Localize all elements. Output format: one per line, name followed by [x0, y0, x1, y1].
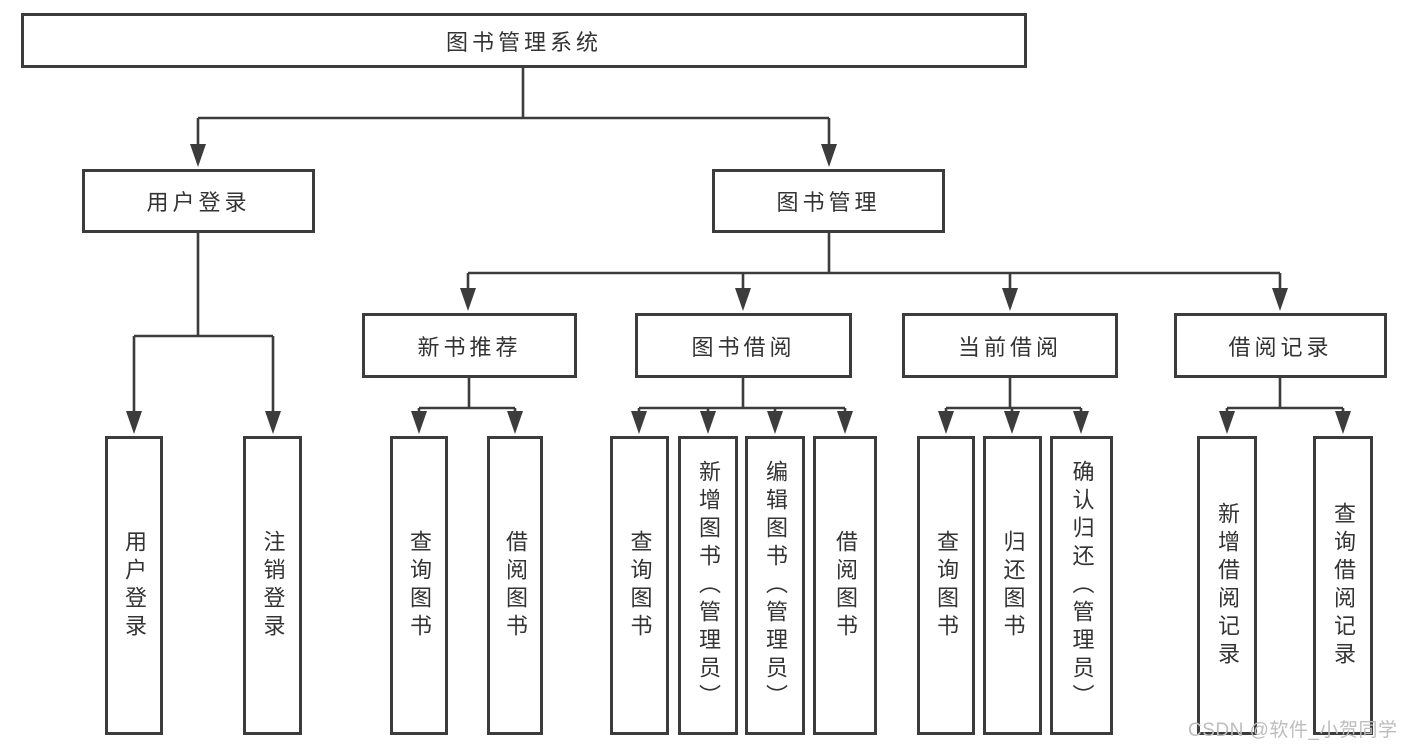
- leaf-query-books-borrowing-label: 查询图书: [627, 529, 653, 642]
- leaf-query-borrow-record-label: 查询借阅记录: [1331, 501, 1356, 670]
- node-book-management: 图书管理: [712, 169, 945, 233]
- leaf-query-books-current: 查询图书: [917, 436, 975, 735]
- node-user-login: 用户登录: [82, 169, 315, 233]
- node-new-book-recommendation: 新书推荐: [362, 313, 577, 378]
- leaf-user-login-label: 用户登录: [122, 529, 147, 642]
- leaf-query-books-borrowing: 查询图书: [610, 436, 669, 735]
- watermark: CSDN @软件_小贺同学: [1188, 720, 1398, 741]
- leaf-borrow-books: 借阅图书: [813, 436, 877, 735]
- leaf-edit-books-admin-label: 编辑图书（管理员）: [763, 459, 788, 712]
- node-borrowing-records: 借阅记录: [1174, 313, 1387, 378]
- node-library-management-system: 图书管理系统: [21, 13, 1027, 68]
- node-current-borrowing: 当前借阅: [902, 313, 1118, 378]
- leaf-borrow-books-label: 借阅图书: [833, 529, 858, 642]
- leaf-add-books-admin-label: 新增图书（管理员）: [696, 459, 721, 712]
- node-borrowing-records-label: 借阅记录: [1228, 334, 1333, 360]
- node-new-book-recommendation-label: 新书推荐: [417, 334, 522, 360]
- node-book-borrowing: 图书借阅: [635, 313, 852, 378]
- leaf-add-borrow-record: 新增借阅记录: [1197, 436, 1257, 735]
- leaf-query-books-recommend: 查询图书: [390, 436, 448, 735]
- leaf-return-books: 归还图书: [983, 436, 1042, 735]
- leaf-confirm-return-admin-label: 确认归还（管理员）: [1069, 459, 1095, 712]
- leaf-borrow-books-recommend: 借阅图书: [487, 436, 543, 735]
- leaf-add-books-admin: 新增图书（管理员）: [678, 436, 738, 735]
- leaf-logout-label: 注销登录: [260, 529, 286, 642]
- node-current-borrowing-label: 当前借阅: [957, 334, 1062, 360]
- leaf-return-books-label: 归还图书: [1000, 529, 1026, 642]
- leaf-borrow-books-recommend-label: 借阅图书: [503, 529, 528, 642]
- leaf-add-borrow-record-label: 新增借阅记录: [1215, 501, 1240, 670]
- arrowheads: [126, 144, 1351, 434]
- leaf-logout: 注销登录: [243, 436, 302, 735]
- leaf-query-books-recommend-label: 查询图书: [407, 529, 432, 642]
- node-book-management-label: 图书管理: [776, 190, 881, 215]
- leaf-user-login: 用户登录: [105, 436, 163, 735]
- leaf-confirm-return-admin: 确认归还（管理员）: [1050, 436, 1113, 735]
- leaf-edit-books-admin: 编辑图书（管理员）: [745, 436, 805, 735]
- node-library-management-system-label: 图书管理系统: [445, 29, 602, 55]
- leaf-query-borrow-record: 查询借阅记录: [1313, 436, 1373, 735]
- node-book-borrowing-label: 图书借阅: [691, 334, 796, 360]
- leaf-query-books-current-label: 查询图书: [934, 529, 959, 642]
- node-user-login-label: 用户登录: [146, 190, 251, 215]
